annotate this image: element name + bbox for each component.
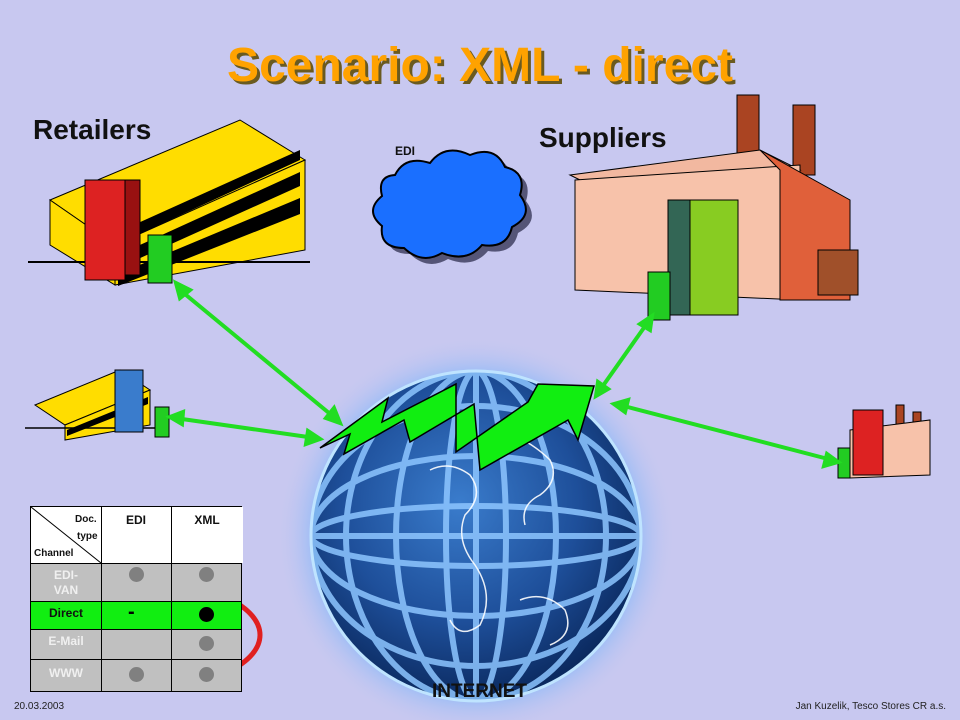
arrowhead-supplier-large-start xyxy=(636,311,655,334)
arrowhead-retailer-large-end xyxy=(322,404,344,427)
row-label-edi-van-line2: VAN xyxy=(53,583,79,597)
cell-www-edi-dot xyxy=(129,667,144,682)
edi-cloud xyxy=(372,149,532,264)
table-corner-cell: Doc. type Channel xyxy=(31,507,101,563)
column-header-xml: XML xyxy=(171,507,243,563)
corner-channel-label: Channel xyxy=(34,548,74,559)
row-label-edi-van: EDI- VAN xyxy=(31,565,101,601)
table-vline-2 xyxy=(171,507,172,691)
retailers-heading: Retailers xyxy=(33,114,152,145)
arrowhead-retailer-small-end xyxy=(303,427,325,448)
row-label-edi-van-line1: EDI- xyxy=(54,568,78,582)
table-vline-1 xyxy=(101,507,102,691)
connection-arrows xyxy=(165,279,843,469)
cell-edivan-xml-dot xyxy=(199,567,214,582)
row-direct: Direct - xyxy=(31,601,241,629)
arrowhead-supplier-small-start xyxy=(609,397,631,416)
slide-title: Scenario: XML - direct xyxy=(227,39,733,92)
retailer-building-large xyxy=(28,119,310,286)
supplier-factory-small xyxy=(837,404,931,479)
internet-lightning-arrow xyxy=(319,382,595,472)
corner-type-label: type xyxy=(77,531,98,542)
corner-doc-label: Doc. xyxy=(75,514,97,525)
row-label-direct: Direct xyxy=(48,606,83,620)
internet-label: INTERNET xyxy=(432,681,527,702)
footer-date: 20.03.2003 xyxy=(14,701,65,712)
cell-direct-xml-dot xyxy=(199,607,214,622)
arrow-supplier-large xyxy=(598,320,650,392)
cell-edivan-edi-dot xyxy=(129,567,144,582)
arrowhead-supplier-small-end xyxy=(821,450,843,469)
arrowhead-retailer-small-start xyxy=(165,408,186,428)
internet-globe xyxy=(276,336,676,720)
row-label-email: E-Mail xyxy=(48,634,84,648)
column-header-edi: EDI xyxy=(101,507,171,563)
arrow-retailer-large xyxy=(178,288,337,420)
arrowhead-retailer-large-start xyxy=(172,279,194,302)
arrow-retailer-small xyxy=(174,416,316,440)
table-hline-2 xyxy=(31,601,241,602)
arrowhead-supplier-large-end xyxy=(593,378,612,400)
cell-www-xml-dot xyxy=(199,667,214,682)
cell-email-xml-dot xyxy=(199,636,214,651)
row-label-www: WWW xyxy=(49,666,83,680)
table-hline-3 xyxy=(31,629,241,630)
table-hline-4 xyxy=(31,659,241,660)
edi-cloud-label: EDI xyxy=(395,144,416,158)
channel-doctype-table: Doc. type Channel EDI XML EDI- VAN Direc… xyxy=(30,506,243,692)
arrow-supplier-small xyxy=(619,403,833,462)
retailer-building-small xyxy=(25,369,170,441)
table-hline-1 xyxy=(31,563,241,564)
supplier-factory-large xyxy=(568,94,859,321)
cell-direct-edi-dash: - xyxy=(128,601,135,623)
footer-author: Jan Kuzelik, Tesco Stores CR a.s. xyxy=(795,701,946,712)
suppliers-heading: Suppliers xyxy=(539,122,667,153)
